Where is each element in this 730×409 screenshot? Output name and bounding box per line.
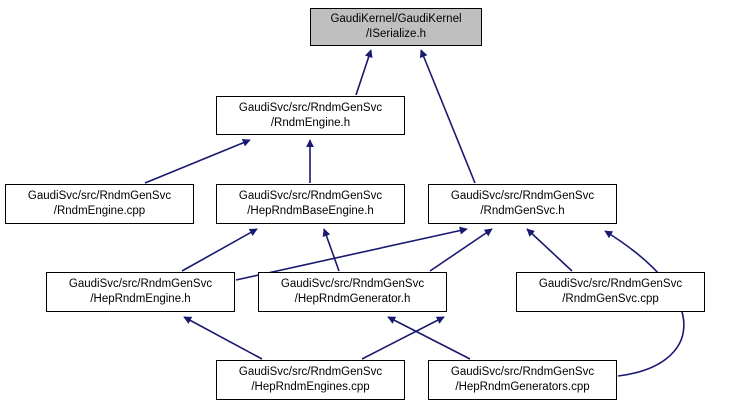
node-label-line2: /HepRndmGenerators.cpp xyxy=(455,381,590,393)
node-label-line2: /HepRndmEngines.cpp xyxy=(251,381,370,393)
node-label-line2: /RndmEngine.cpp xyxy=(53,205,146,217)
node-label-line1: GaudiSvc/src/RndmGenSvc xyxy=(27,190,172,202)
node-heprndmengines-cpp[interactable]: GaudiSvc/src/RndmGenSvc /HepRndmEngines.… xyxy=(216,360,405,400)
node-label-line2: /RndmEngine.h xyxy=(270,116,351,129)
edge-rndmengine-h-to-iserialize xyxy=(355,49,373,96)
node-rndmengine-h[interactable]: GaudiSvc/src/RndmGenSvc /RndmEngine.h xyxy=(216,96,405,135)
edge-heprndmengines-cpp-to-heprndmengine-h xyxy=(183,316,263,360)
node-label-line2: /HepRndmGenerator.h xyxy=(294,293,411,305)
node-label-line1: GaudiKernel/GaudiKernel xyxy=(330,13,462,25)
node-label-line2: /HepRndmBaseEngine.h xyxy=(247,205,374,217)
node-rndmengine-cpp[interactable]: GaudiSvc/src/RndmGenSvc /RndmEngine.cpp xyxy=(5,184,194,224)
node-label-line2: /RndmGenSvc.h xyxy=(480,205,565,217)
node-rndmgensvc-cpp[interactable]: GaudiSvc/src/RndmGenSvc /RndmGenSvc.cpp xyxy=(516,272,705,312)
node-label-line1: GaudiSvc/src/RndmGenSvc xyxy=(68,278,213,290)
node-label-line2: /RndmGenSvc.cpp xyxy=(562,293,659,305)
node-heprndmengine-h[interactable]: GaudiSvc/src/RndmGenSvc /HepRndmEngine.h xyxy=(46,272,235,312)
edge-rndmgensvc-cpp-to-rndmgensvc-h xyxy=(526,228,573,272)
node-label-line1: GaudiSvc/src/RndmGenSvc xyxy=(450,190,595,202)
edge-heprndmengine-h-to-heprndmbaseengine-h xyxy=(181,228,258,272)
node-label-line1: GaudiSvc/src/RndmGenSvc xyxy=(538,278,683,290)
node-label-line1: GaudiSvc/src/RndmGenSvc xyxy=(238,101,383,114)
node-heprndmbaseengine-h[interactable]: GaudiSvc/src/RndmGenSvc /HepRndmBaseEngi… xyxy=(216,184,405,224)
edge-heprndmengines-cpp-to-heprndmgenerator-h xyxy=(361,316,445,360)
node-label-line1: GaudiSvc/src/RndmGenSvc xyxy=(238,190,383,202)
node-label-line1: GaudiSvc/src/RndmGenSvc xyxy=(450,366,595,378)
node-heprndmgenerators-cpp[interactable]: GaudiSvc/src/RndmGenSvc /HepRndmGenerato… xyxy=(428,360,617,400)
edge-rndmengine-cpp-to-rndmengine-h xyxy=(144,139,251,184)
node-label-line2: /HepRndmEngine.h xyxy=(90,293,191,305)
node-iserialize[interactable]: GaudiKernel/GaudiKernel /ISerialize.h xyxy=(310,8,482,46)
edge-heprndmgenerator-h-to-heprndmbaseengine-h xyxy=(322,228,340,272)
node-rndmgensvc-h[interactable]: GaudiSvc/src/RndmGenSvc /RndmGenSvc.h xyxy=(428,184,617,224)
node-label-line1: GaudiSvc/src/RndmGenSvc xyxy=(238,366,383,378)
node-label-line1: GaudiSvc/src/RndmGenSvc xyxy=(280,278,425,290)
edge-heprndmgenerators-cpp-to-heprndmgenerator-h xyxy=(387,316,471,360)
edge-heprndmgenerator-h-to-rndmgensvc-h xyxy=(429,228,493,272)
node-label-line2: /ISerialize.h xyxy=(365,28,427,40)
edge-rndmgensvc-h-to-iserialize xyxy=(420,49,476,184)
node-heprndmgenerator-h[interactable]: GaudiSvc/src/RndmGenSvc /HepRndmGenerato… xyxy=(258,272,447,312)
